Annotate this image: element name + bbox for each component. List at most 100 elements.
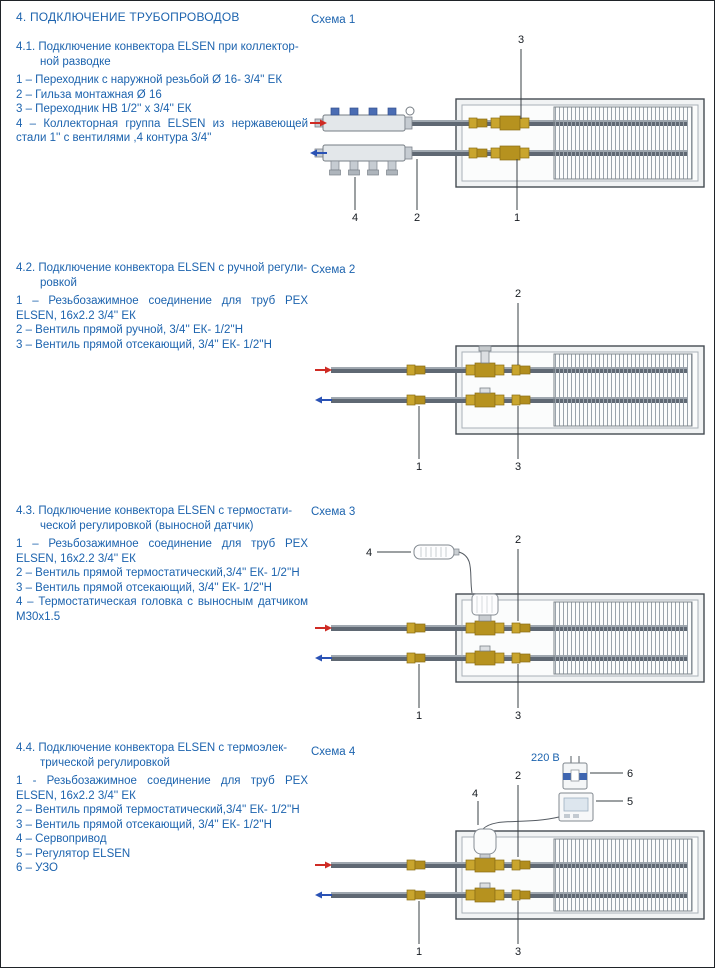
compression-fitting xyxy=(406,394,426,406)
section-4-1-text: 4.1. Подключение конвектора ELSEN при ко… xyxy=(16,40,308,146)
callout-6: 6 xyxy=(590,768,633,780)
schema-2-diagram: Схема 2 2 1 xyxy=(309,259,711,484)
pipe-coupling xyxy=(511,889,531,901)
section-4-4-text: 4.4. Подключение конвектора ELSEN с терм… xyxy=(16,741,308,876)
manifold xyxy=(314,106,415,176)
legend-item: 1 – Резьбозажимное соединение для труб P… xyxy=(16,295,308,322)
legend-item: 2 – Гильза монтажная Ø 16 xyxy=(16,88,162,101)
legend-item: 2 – Вентиль прямой термостатический,3/4'… xyxy=(16,567,300,579)
callout-1: 1 xyxy=(416,901,422,958)
svg-text:1: 1 xyxy=(416,461,422,473)
callout-5: 5 xyxy=(596,796,633,808)
callout-2: 2 xyxy=(515,770,521,857)
legend-item: 2 – Вентиль прямой ручной, 3/4'' ЕК- 1/2… xyxy=(16,324,244,336)
legend-item: 3 – Переходник НВ 1/2'' х 3/4'' ЕК xyxy=(16,103,192,115)
pipe-coupling xyxy=(511,652,531,664)
schema-3-diagram: Схема 3 xyxy=(309,501,711,733)
legend-item: 2 – Вентиль прямой термостатический,3/4'… xyxy=(16,804,300,816)
svg-text:4: 4 xyxy=(352,212,358,224)
callout-3: 3 xyxy=(515,664,521,722)
compression-fitting xyxy=(406,889,426,901)
schema-2-label: Схема 2 xyxy=(311,264,355,276)
svg-text:2: 2 xyxy=(515,770,521,782)
regulator xyxy=(558,792,594,822)
section-4-2-text: 4.2. Подключение конвектора ELSEN с ручн… xyxy=(16,261,308,352)
schema-3-label: Схема 3 xyxy=(311,506,355,518)
svg-text:1: 1 xyxy=(514,212,520,224)
schema-1-label: Схема 1 xyxy=(311,14,355,26)
legend-item: 3 – Вентиль прямой отсекающий, 3/4'' ЕК-… xyxy=(16,338,272,351)
svg-text:4: 4 xyxy=(366,547,372,559)
schema-4-label: Схема 4 xyxy=(311,746,356,758)
heading-line-1: 4.2. Подключение конвектора ELSEN с ручн… xyxy=(16,262,308,274)
callout-3: 3 xyxy=(515,406,521,473)
legend-item: 4 – Термостатическая головка с выносным … xyxy=(16,596,308,623)
callout-4: 4 xyxy=(352,177,358,224)
supply-arrow-icon xyxy=(314,860,333,870)
return-arrow-icon xyxy=(314,653,333,663)
schema-4-diagram: Схема 4 220 В 6 5 xyxy=(309,741,711,967)
svg-text:3: 3 xyxy=(515,946,521,958)
legend-item: 1 – Резьбозажимное соединение для труб P… xyxy=(16,538,308,565)
return-arrow-icon xyxy=(314,890,333,900)
heading-line-2: ной разводке xyxy=(40,55,111,68)
callout-2: 2 xyxy=(515,534,521,621)
page-title: 4. ПОДКЛЮЧЕНИЕ ТРУБОПРОВОДОВ xyxy=(16,10,240,24)
legend-item: 6 – УЗО xyxy=(16,862,58,874)
svg-text:3: 3 xyxy=(518,34,524,46)
svg-text:3: 3 xyxy=(515,461,521,473)
pipe-coupling xyxy=(511,364,531,376)
adapter-fitting xyxy=(490,115,530,131)
legend-item: 4 – Коллекторная группа ELSEN из нержаве… xyxy=(16,117,308,145)
svg-text:1: 1 xyxy=(416,710,422,722)
callout-4: 4 xyxy=(472,788,479,825)
rcd-device xyxy=(562,756,588,790)
callout-1: 1 xyxy=(416,406,422,473)
schema-1-diagram: Схема 1 xyxy=(309,7,711,239)
svg-text:4: 4 xyxy=(472,788,478,800)
legend-list: 1 – Переходник с наружной резьбой Ø 16- … xyxy=(16,73,308,146)
compression-fitting xyxy=(406,652,426,664)
legend-item: 5 – Регулятор ELSEN xyxy=(16,847,131,860)
callout-3: 3 xyxy=(515,901,521,958)
compression-fitting xyxy=(406,622,426,634)
callout-1: 1 xyxy=(514,159,520,224)
section-4-1-heading: 4.1. Подключение конвектора ELSEN при ко… xyxy=(16,40,308,69)
callout-3: 3 xyxy=(518,34,524,119)
pipe-coupling xyxy=(468,117,488,129)
pipe-coupling xyxy=(468,147,488,159)
compression-fitting xyxy=(406,859,426,871)
section-4-2-heading: 4.2. Подключение конвектора ELSEN с ручн… xyxy=(16,261,308,290)
pipe-coupling xyxy=(511,622,531,634)
svg-text:2: 2 xyxy=(414,212,420,224)
svg-text:6: 6 xyxy=(627,768,633,780)
section-4-3-text: 4.3. Подключение конвектора ELSEN с терм… xyxy=(16,504,308,624)
heat-exchanger-fins xyxy=(553,106,693,180)
legend-list: 1 - Резьбозажимное соединение для труб P… xyxy=(16,774,308,876)
section-4-3-heading: 4.3. Подключение конвектора ELSEN с терм… xyxy=(16,504,308,533)
return-arrow-icon xyxy=(314,395,333,405)
supply-arrow-icon xyxy=(314,623,333,633)
legend-item: 3 – Вентиль прямой отсекающий, 3/4'' ЕК-… xyxy=(16,818,272,831)
legend-item: 4 – Сервопривод xyxy=(16,833,107,845)
callout-2: 2 xyxy=(515,288,521,365)
svg-text:1: 1 xyxy=(416,946,422,958)
legend-list: 1 – Резьбозажимное соединение для труб P… xyxy=(16,537,308,624)
compression-fitting xyxy=(406,364,426,376)
pipe-coupling xyxy=(511,859,531,871)
callout-4: 4 xyxy=(366,547,411,559)
heat-exchanger-fins xyxy=(553,838,693,912)
gauge-icon xyxy=(405,106,415,116)
legend-item: 1 - Резьбозажимное соединение для труб P… xyxy=(16,775,308,802)
svg-text:2: 2 xyxy=(515,288,521,300)
capillary-tube xyxy=(458,551,473,594)
heading-line-2: трической регулировкой xyxy=(40,756,170,769)
heading-line-1: 4.3. Подключение конвектора ELSEN с терм… xyxy=(16,505,293,517)
legend-item: 3 – Вентиль прямой отсекающий, 3/4'' ЕК-… xyxy=(16,581,272,594)
heading-line-1: 4.1. Подключение конвектора ELSEN при ко… xyxy=(16,41,299,53)
callout-2: 2 xyxy=(414,159,420,224)
callout-1: 1 xyxy=(416,664,422,722)
adapter-fitting xyxy=(490,145,530,161)
legend-item: 1 – Переходник с наружной резьбой Ø 16- … xyxy=(16,74,283,86)
heading-line-1: 4.4. Подключение конвектора ELSEN с терм… xyxy=(16,742,288,754)
